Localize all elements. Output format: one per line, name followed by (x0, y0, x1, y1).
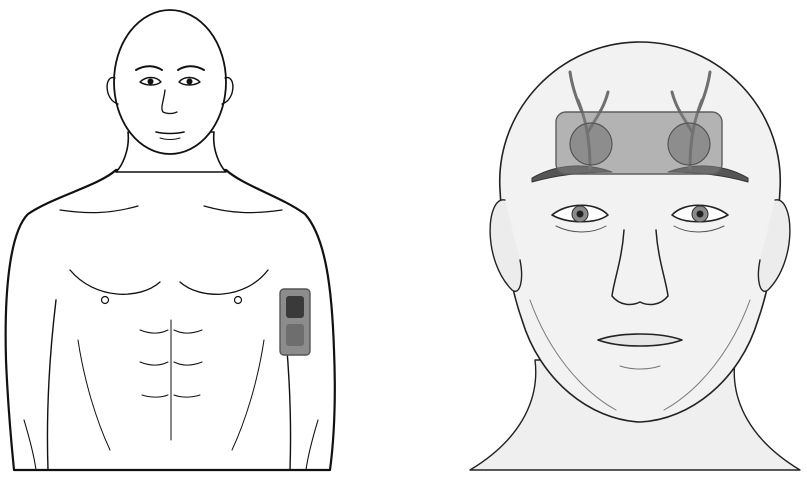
forehead-patch-device (556, 112, 722, 174)
head-left-pupil (577, 211, 584, 218)
arm-patch-electrode-top (286, 296, 304, 318)
panel-torso (6, 10, 335, 470)
panel-head (470, 42, 800, 470)
head-right-pupil (697, 211, 704, 218)
left-pupil (148, 79, 154, 85)
forehead-electrode-left (570, 123, 612, 165)
head-mouth (598, 334, 682, 346)
head (114, 10, 226, 154)
right-pupil (187, 79, 193, 85)
arm-patch-electrode-bottom (286, 324, 304, 346)
arm-patch-device (280, 289, 310, 355)
forehead-electrode-right (668, 123, 710, 165)
